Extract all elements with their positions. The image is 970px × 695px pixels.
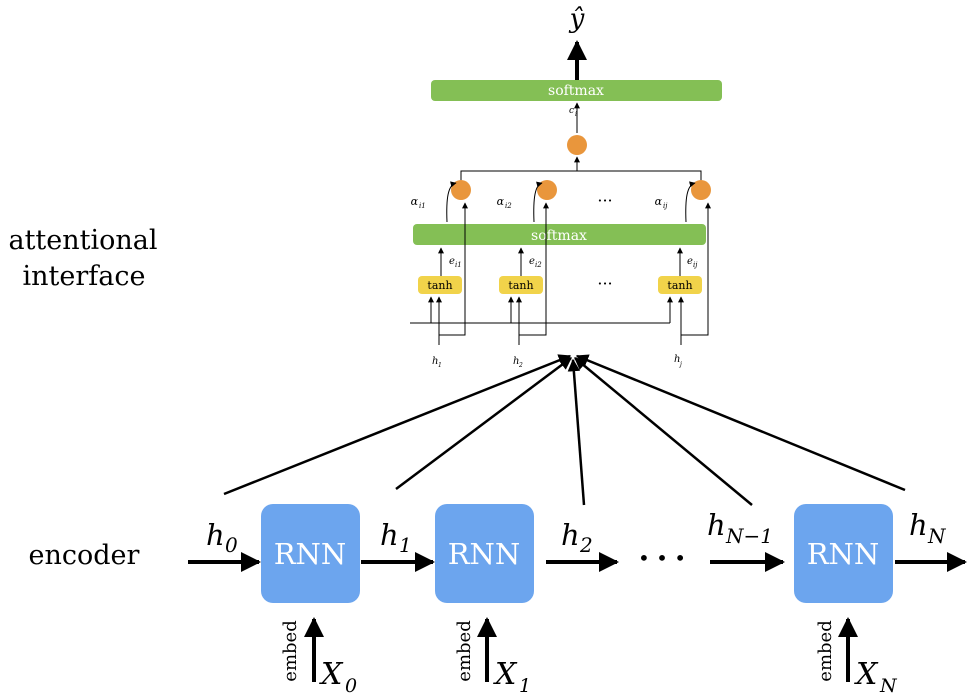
svg-text:i: i bbox=[575, 111, 577, 118]
svg-text:0: 0 bbox=[345, 675, 357, 695]
h2-to-node bbox=[519, 202, 549, 336]
weighted-sum-bracket bbox=[460, 170, 702, 181]
attention-hj-label: h j bbox=[674, 354, 682, 368]
top-softmax-label: softmax bbox=[548, 83, 604, 99]
svg-text:e: e bbox=[687, 256, 693, 267]
h1-to-node bbox=[439, 202, 468, 336]
attention-title-line2: interface bbox=[23, 261, 146, 292]
svg-text:N: N bbox=[927, 524, 947, 548]
encoder-h1-label: h 1 bbox=[380, 518, 412, 557]
input-x1-label: X 1 bbox=[493, 657, 531, 695]
encoder-h0-label: h 0 bbox=[206, 518, 238, 557]
svg-text:i2: i2 bbox=[505, 202, 512, 210]
svg-text:h: h bbox=[432, 356, 438, 367]
svg-text:h: h bbox=[674, 354, 680, 365]
context-label: c i bbox=[569, 106, 577, 118]
svg-text:i1: i1 bbox=[455, 261, 462, 269]
encoder-ellipsis: • • • bbox=[638, 546, 686, 570]
mid-softmax-label: softmax bbox=[531, 228, 587, 244]
alpha-label-2: α i2 bbox=[497, 195, 513, 210]
attention-h2-label: h 2 bbox=[513, 356, 523, 369]
tanh-label-j: tanh bbox=[667, 279, 692, 292]
svg-text:0: 0 bbox=[225, 533, 238, 557]
score-label-j: e ij bbox=[687, 256, 698, 269]
svg-text:i1: i1 bbox=[419, 202, 426, 210]
svg-text:i2: i2 bbox=[535, 261, 542, 269]
alpha-label-1: α i1 bbox=[411, 195, 426, 210]
svg-text:N−1: N−1 bbox=[725, 524, 773, 548]
rnn-cell-1 bbox=[435, 504, 534, 603]
rnn-label-n: RNN bbox=[807, 537, 880, 571]
svg-text:X: X bbox=[493, 657, 518, 692]
output-label: ŷ bbox=[569, 4, 585, 34]
converge-arrow-h1 bbox=[395, 356, 573, 491]
svg-text:α: α bbox=[655, 195, 663, 208]
converge-arrow-h2 bbox=[567, 358, 586, 506]
weighted-node-j bbox=[691, 180, 711, 200]
tanh-ellipsis: ··· bbox=[597, 274, 612, 293]
embed-label-0: embed bbox=[280, 620, 301, 681]
tanh-box-j bbox=[658, 276, 702, 294]
tanh-label-1: tanh bbox=[427, 279, 452, 292]
alpha-arrow-j bbox=[685, 181, 696, 223]
encoder-hn1-label: h N−1 bbox=[707, 508, 773, 548]
input-xn-label: X N bbox=[854, 657, 898, 695]
svg-text:X: X bbox=[854, 657, 879, 692]
converge-arrow-hn bbox=[575, 354, 906, 492]
svg-text:2: 2 bbox=[518, 362, 523, 369]
svg-text:1: 1 bbox=[438, 362, 442, 369]
svg-text:1: 1 bbox=[399, 533, 412, 557]
rnn-cell-n bbox=[794, 504, 893, 603]
encoder-label: encoder bbox=[29, 540, 140, 571]
svg-text:h: h bbox=[909, 508, 928, 542]
svg-text:e: e bbox=[529, 256, 535, 267]
input-x0-label: X 0 bbox=[319, 657, 357, 695]
encoder-h2-label: h 2 bbox=[561, 518, 593, 557]
svg-text:j: j bbox=[678, 361, 682, 368]
top-softmax-bar bbox=[431, 80, 722, 101]
score-label-1: e i1 bbox=[449, 256, 462, 269]
weighted-node-2 bbox=[537, 180, 557, 200]
svg-text:ij: ij bbox=[693, 261, 698, 269]
alpha-arrow-2 bbox=[533, 181, 543, 223]
svg-text:c: c bbox=[569, 106, 574, 116]
svg-text:α: α bbox=[411, 195, 419, 208]
svg-text:h: h bbox=[707, 508, 726, 542]
weights-ellipsis: ··· bbox=[597, 191, 612, 210]
svg-text:h: h bbox=[561, 518, 580, 552]
attention-title-line1: attentional bbox=[8, 225, 157, 256]
score-label-2: e i2 bbox=[529, 256, 542, 269]
rnn-cell-0 bbox=[261, 504, 360, 603]
embed-label-1: embed bbox=[454, 620, 475, 681]
embed-label-n: embed bbox=[815, 620, 836, 681]
tanh-box-1 bbox=[418, 276, 462, 294]
weighted-node-1 bbox=[451, 180, 471, 200]
encoder-hn-label: h N bbox=[909, 508, 947, 548]
converge-arrow-hn1 bbox=[574, 357, 753, 506]
svg-text:h: h bbox=[206, 518, 225, 552]
converge-arrow-h0 bbox=[223, 354, 572, 496]
svg-text:h: h bbox=[380, 518, 399, 552]
mid-softmax-bar bbox=[413, 224, 706, 245]
rnn-label-1: RNN bbox=[448, 537, 521, 571]
svg-text:h: h bbox=[513, 356, 519, 367]
svg-text:ŷ: ŷ bbox=[569, 4, 585, 34]
svg-text:α: α bbox=[497, 195, 505, 208]
context-node bbox=[567, 135, 587, 155]
alpha-arrow-1 bbox=[446, 181, 457, 223]
hj-to-node bbox=[681, 202, 711, 336]
tanh-box-2 bbox=[499, 276, 543, 294]
svg-text:ij: ij bbox=[663, 202, 668, 210]
svg-text:N: N bbox=[879, 675, 898, 695]
alpha-label-j: α ij bbox=[655, 195, 669, 210]
attention-h1-label: h 1 bbox=[432, 356, 442, 369]
svg-text:1: 1 bbox=[519, 675, 531, 695]
tanh-label-2: tanh bbox=[508, 279, 533, 292]
svg-text:e: e bbox=[449, 256, 455, 267]
svg-text:2: 2 bbox=[579, 533, 593, 557]
svg-text:X: X bbox=[319, 657, 344, 692]
rnn-label-0: RNN bbox=[274, 537, 347, 571]
